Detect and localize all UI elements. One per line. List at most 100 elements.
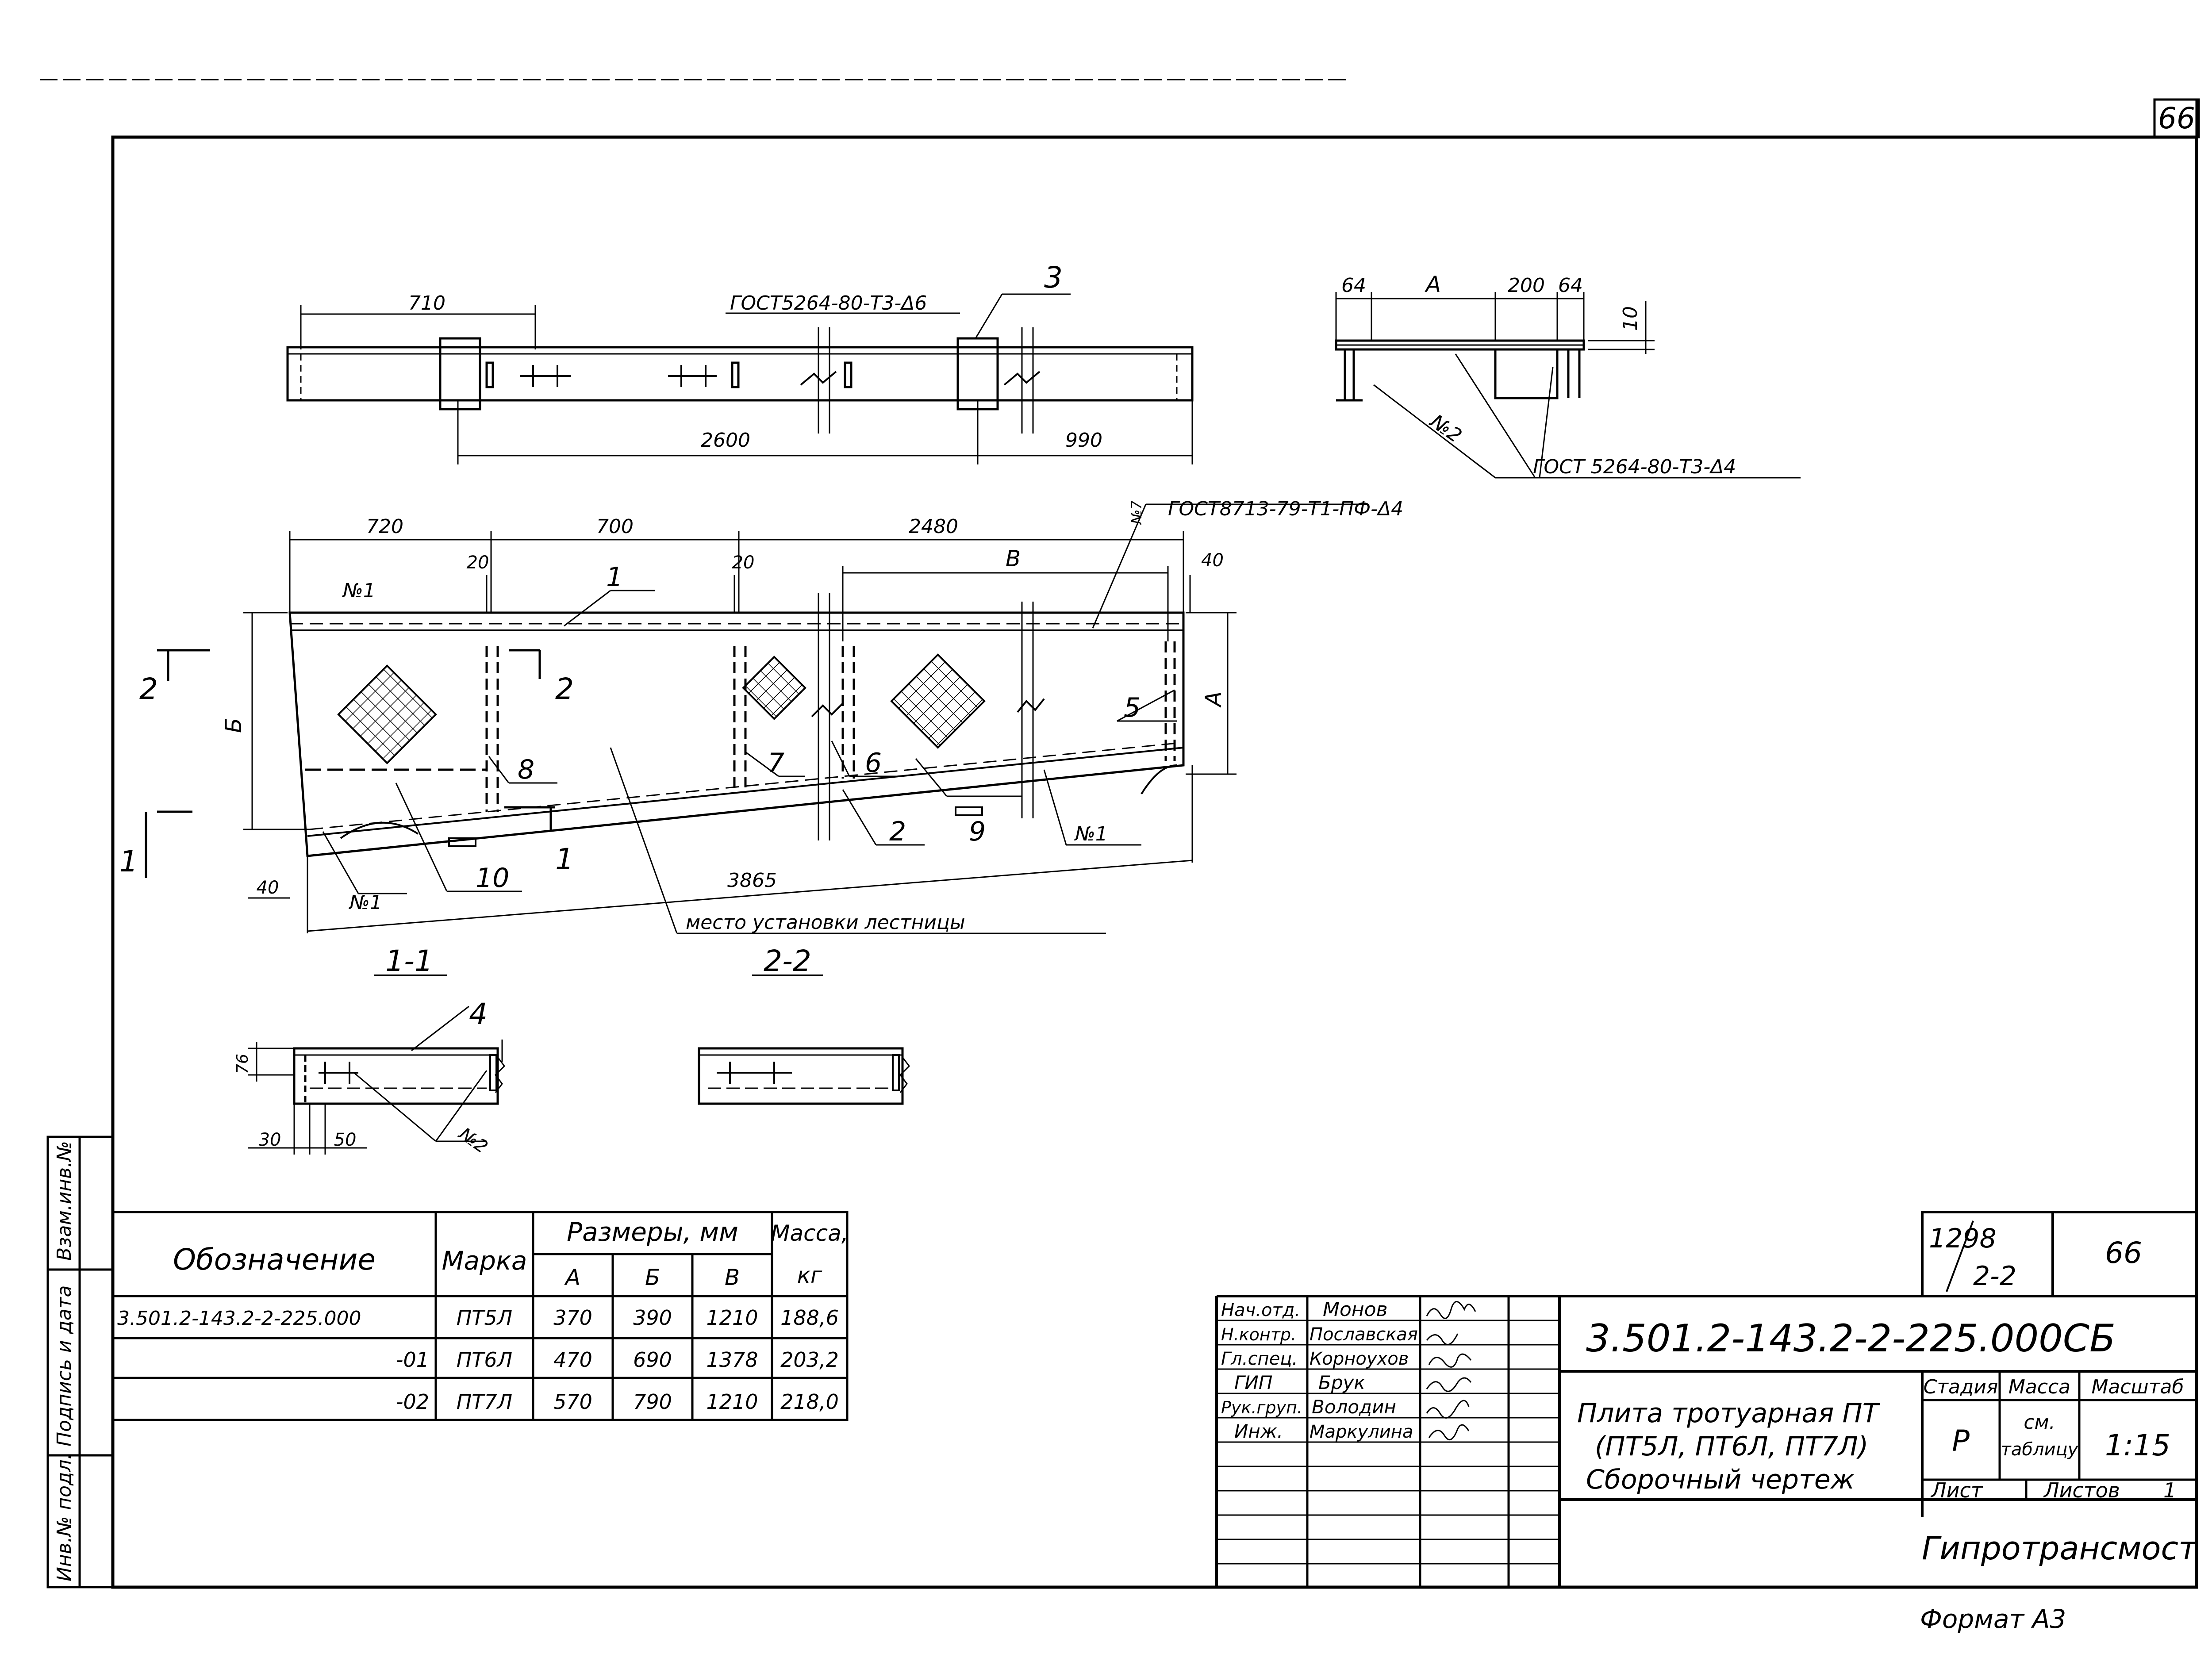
spec-row-2-v: 1378 — [706, 1348, 758, 1372]
section-1-1 — [248, 975, 505, 1155]
section-1-1-dim-30: 30 — [259, 1130, 281, 1150]
spec-row-2-designation: -01 — [396, 1348, 429, 1372]
callout-1: 1 — [606, 562, 623, 593]
approval-role-4: ГИП — [1234, 1372, 1272, 1393]
approval-role-3: Гл.спец. — [1221, 1349, 1298, 1369]
section-mark-2-mid: 2 — [555, 672, 574, 706]
main-dim-2480: 2480 — [909, 515, 958, 538]
top-view — [286, 293, 1194, 464]
sheet-label: Лист — [1930, 1478, 1983, 1502]
spec-header-col-a: А — [564, 1265, 580, 1290]
spec-row-1-designation: 3.501.2-143.2-2-225.000 — [117, 1307, 361, 1330]
approval-role-1: Нач.отд. — [1221, 1300, 1300, 1320]
approval-role-6: Инж. — [1234, 1420, 1283, 1442]
main-weld-note: ГОСТ8713-79-Т1-ПФ-Δ4 — [1168, 498, 1403, 520]
title-block — [1215, 1211, 2198, 1587]
spec-row-2-mark: ПТ6Л — [457, 1348, 513, 1372]
spec-row-3-mass: 218,0 — [780, 1390, 839, 1414]
approval-role-2: Н.контр. — [1221, 1325, 1296, 1344]
scale-value: 1:15 — [2105, 1428, 2170, 1462]
doc-title-line-1: Плита тротуарная ПТ — [1577, 1398, 1881, 1429]
main-weld-no1-right: №1 — [1074, 823, 1108, 845]
main-dim-40-bottom: 40 — [257, 878, 279, 898]
dim-710: 710 — [408, 292, 445, 315]
main-dim-a: А — [1201, 691, 1226, 708]
weld-note-top-view: ГОСТ5264-80-Т3-Δ6 — [730, 292, 927, 315]
stage-value: Р — [1952, 1424, 1970, 1458]
scale-label: Масштаб — [2091, 1376, 2184, 1398]
approval-name-4: Брук — [1318, 1372, 1365, 1393]
main-weld-no1-bottom: №1 — [348, 891, 382, 914]
ladder-location-note: место установки лестницы — [686, 911, 965, 934]
spec-header-col-b: Б — [645, 1265, 660, 1290]
callout-8: 8 — [518, 754, 534, 785]
main-dim-3865: 3865 — [727, 869, 777, 892]
side-stamp-cell-3: Инв.№ подл. — [53, 1453, 76, 1581]
main-dim-700: 700 — [596, 515, 634, 538]
spec-header-col-v: В — [725, 1265, 740, 1290]
sheet-corner-number: 66 — [2158, 101, 2195, 135]
spec-row-1-b: 390 — [633, 1306, 672, 1330]
end-dim-a: А — [1425, 272, 1441, 297]
section-1-1-dim-76: 76 — [234, 1054, 252, 1074]
callout-2: 2 — [889, 816, 906, 847]
end-weld-no2: №2 — [1425, 410, 1466, 448]
end-dim-10: 10 — [1619, 306, 1642, 331]
title-block-page-number: 66 — [2105, 1236, 2142, 1270]
main-view — [145, 503, 1367, 934]
spec-header-designation: Обозначение — [173, 1243, 376, 1277]
dim-990: 990 — [1065, 429, 1102, 452]
spec-row-3-a: 570 — [553, 1390, 592, 1414]
organization-name: Гипротрансмост — [1922, 1530, 2198, 1567]
spec-row-2-a: 470 — [553, 1348, 592, 1372]
main-weld-no7: №7 — [1128, 500, 1145, 525]
album-sub: 2-2 — [1973, 1261, 2016, 1292]
approval-role-5: Рук.груп. — [1221, 1398, 1302, 1417]
approval-name-6: Маркулина — [1310, 1422, 1413, 1442]
spec-row-3-v: 1210 — [706, 1390, 758, 1414]
format-label: Формат А3 — [1920, 1604, 2066, 1634]
sheets-value: 1 — [2163, 1478, 2176, 1502]
side-stamp-cell-2: Подпись и дата — [53, 1285, 76, 1446]
section-mark-1-mid: 1 — [555, 842, 574, 876]
stage-label: Стадия — [1924, 1376, 1998, 1398]
approval-name-3: Корноухов — [1310, 1349, 1409, 1369]
section-1-1-weld-no2: №2 — [455, 1123, 492, 1157]
end-weld-note: ГОСТ 5264-80-Т3-Δ4 — [1533, 456, 1736, 478]
spec-row-3-mark: ПТ7Л — [457, 1390, 513, 1414]
section-1-1-title: 1-1 — [385, 944, 433, 978]
main-dim-20a: 20 — [467, 552, 489, 573]
main-dim-20b: 20 — [732, 552, 755, 573]
callout-5: 5 — [1124, 692, 1141, 723]
main-dim-40-top: 40 — [1201, 550, 1224, 571]
section-2-2 — [698, 975, 910, 1105]
spec-header-mass: Масса, — [771, 1220, 848, 1246]
spec-row-1-mass: 188,6 — [780, 1306, 839, 1330]
end-dim-64b: 64 — [1558, 274, 1583, 297]
callout-9: 9 — [969, 816, 986, 847]
sheets-label: Листов — [2043, 1478, 2120, 1502]
side-stamp-cell-1: Взам.инв.№ — [53, 1141, 76, 1261]
section-mark-2-left: 2 — [139, 672, 158, 706]
spec-row-1-a: 370 — [553, 1306, 592, 1330]
callout-7: 7 — [768, 748, 784, 779]
spec-row-3-b: 790 — [633, 1390, 672, 1414]
album-code: 1298 — [1929, 1223, 1997, 1254]
mass-value-2: таблицу — [2001, 1439, 2079, 1460]
spec-row-1-v: 1210 — [706, 1306, 758, 1330]
main-dim-v: В — [1006, 546, 1021, 572]
spec-row-1-mark: ПТ5Л — [457, 1306, 513, 1330]
dim-2600: 2600 — [701, 429, 750, 452]
spec-row-2-mass: 203,2 — [780, 1348, 839, 1372]
sheet-frame — [40, 79, 2200, 1589]
callout-3: 3 — [1044, 261, 1063, 295]
section-1-1-dim-50: 50 — [334, 1130, 357, 1150]
main-dim-720: 720 — [366, 515, 403, 538]
approval-name-2: Пославская — [1310, 1324, 1418, 1345]
mass-value-1: см. — [2024, 1411, 2055, 1434]
spec-header-sizes: Размеры, мм — [567, 1217, 738, 1247]
mesh-hatches — [337, 653, 986, 764]
approval-name-1: Монов — [1323, 1298, 1388, 1321]
doc-title-line-3: Сборочный чертеж — [1586, 1464, 1855, 1495]
document-code: 3.501.2-143.2-2-225.000СБ — [1586, 1316, 2116, 1361]
